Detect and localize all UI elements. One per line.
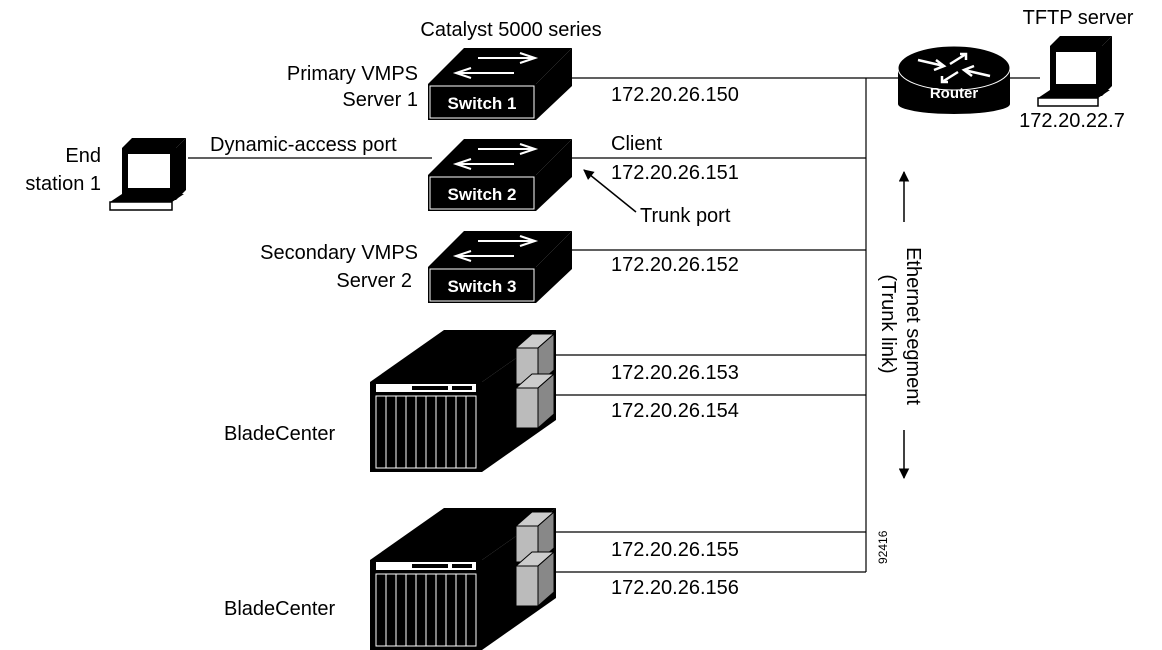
end-station-label-line2: station 1 — [25, 173, 101, 195]
switch-1-label: Switch 1 — [448, 94, 517, 113]
switch-3-role-line2: Server 2 — [336, 270, 412, 292]
figure-id: 92416 — [876, 530, 890, 564]
tftp-server-label: TFTP server — [1023, 7, 1134, 29]
tftp-server-icon — [1037, 36, 1112, 107]
tftp-server-ip: 172.20.22.7 — [1019, 110, 1125, 132]
ethernet-segment-label: Ethernet segment — [902, 247, 924, 405]
dynamic-access-port-label: Dynamic-access port — [210, 134, 397, 156]
end-station-label-line1: End — [65, 145, 101, 167]
switch-1-icon — [428, 48, 572, 120]
switch-2-label: Switch 2 — [448, 185, 517, 204]
switch-1-role-line2: Server 1 — [342, 89, 418, 111]
trunk-port-arrow — [583, 169, 637, 213]
switch-3-ip: 172.20.26.152 — [611, 254, 739, 276]
switch-2-ip: 172.20.26.151 — [611, 162, 739, 184]
router-label: Router — [930, 85, 978, 102]
client-label: Client — [611, 133, 663, 155]
trunk-link-label: (Trunk link) — [877, 274, 899, 373]
router-icon — [897, 45, 1011, 114]
bladecenter-1-ip-2: 172.20.26.154 — [611, 400, 739, 422]
switch-2-icon — [428, 139, 572, 211]
bladecenter-2-label: BladeCenter — [224, 598, 336, 620]
bladecenter-1-icon — [370, 330, 556, 472]
switch-1-role-line1: Primary VMPS — [287, 63, 418, 85]
end-station-icon — [109, 138, 186, 211]
switch-1-ip: 172.20.26.150 — [611, 84, 739, 106]
bladecenter-2-icon — [370, 508, 556, 650]
trunk-port-label: Trunk port — [640, 205, 731, 227]
switch-3-icon — [428, 231, 572, 303]
switch-3-role-line1: Secondary VMPS — [260, 242, 418, 264]
catalyst-series-label: Catalyst 5000 series — [420, 19, 601, 41]
bladecenter-1-label: BladeCenter — [224, 423, 336, 445]
bladecenter-2-ip-2: 172.20.26.156 — [611, 577, 739, 599]
switch-3-label: Switch 3 — [448, 277, 517, 296]
bladecenter-1-ip-1: 172.20.26.153 — [611, 362, 739, 384]
bladecenter-2-ip-1: 172.20.26.155 — [611, 539, 739, 561]
